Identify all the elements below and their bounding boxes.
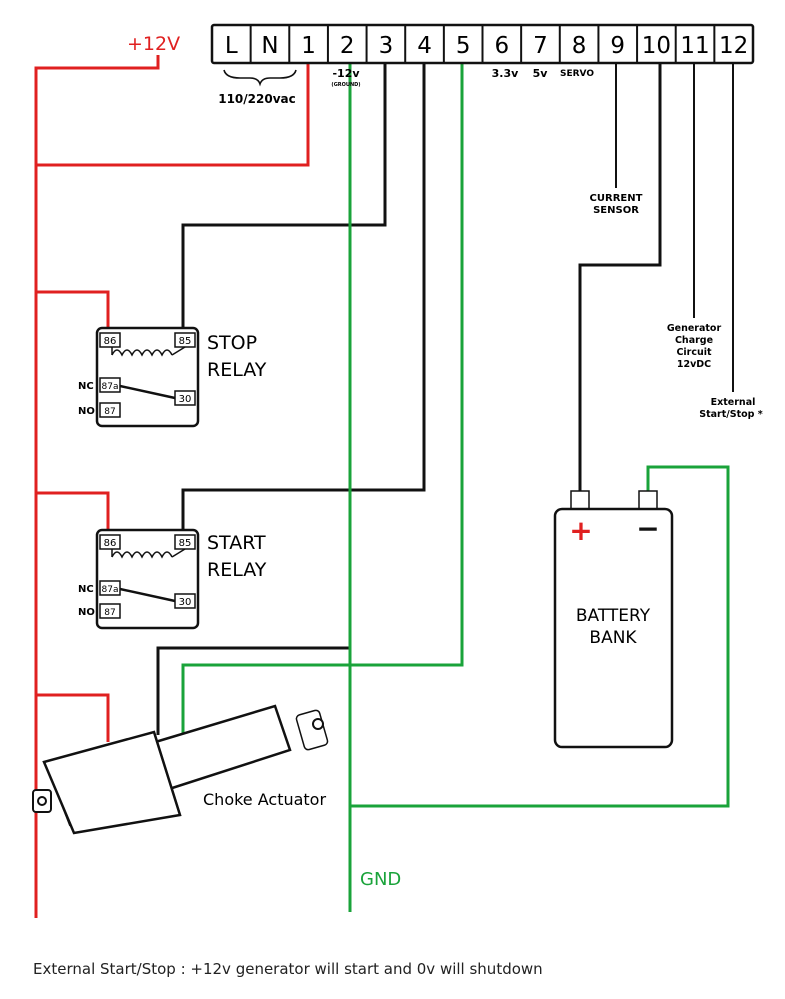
footer-note: External Start/Stop : +12v generator wil… [33, 960, 543, 978]
battery-title-2: BANK [589, 628, 637, 648]
positive-wiring [34, 55, 310, 918]
start-relay-no-label: NO [78, 607, 95, 618]
battery-minus-symbol: − [636, 512, 659, 545]
generator-label-1: Generator [667, 323, 722, 334]
ground-label: GND [360, 869, 401, 890]
stop-relay-pin-86-label: 86 [104, 336, 117, 347]
battery-body [553, 507, 674, 749]
v5-label: 5v [533, 67, 549, 80]
actuator-label: Choke Actuator [203, 790, 326, 809]
stop-relay-pin-87 [99, 402, 121, 418]
positive-supply-label: +12V [127, 33, 180, 55]
stop-relay-pin-87-label: 87 [104, 407, 115, 417]
terminal-label-n: N [261, 33, 278, 59]
generator-label-3: Circuit [676, 347, 712, 358]
start-relay-body [95, 528, 200, 630]
servo-label: SERVO [560, 69, 594, 79]
battery-negative-terminal [638, 490, 658, 510]
actuator-rod-hole [312, 718, 324, 730]
terminal-label-4: 4 [417, 33, 432, 59]
ground-small-label: (GROUND) [331, 82, 360, 88]
stop-relay-pin-85-label: 85 [179, 336, 192, 347]
start-relay-nc-label: NC [78, 584, 94, 595]
start-relay-title-1: START [207, 532, 266, 554]
stop-relay-pin-30-label: 30 [179, 394, 192, 405]
terminal-label-10: 10 [642, 33, 671, 59]
stop-relay-pin-87a [99, 377, 121, 393]
terminal-label-6: 6 [495, 33, 510, 59]
battery-positive-terminal [570, 490, 590, 510]
stop-relay-86-wire [36, 290, 110, 330]
terminal-5-wire [181, 60, 464, 735]
start-relay-pin-86-label: 86 [104, 538, 117, 549]
generator-label-2: Charge [675, 335, 713, 346]
external-label-2: Start/Stop * [699, 409, 763, 420]
terminal-label-12: 12 [719, 33, 748, 59]
choke-actuator: Choke Actuator [32, 704, 329, 835]
ac-voltage-label: 110/220vac [218, 92, 296, 106]
current-sensor-label-1: CURRENT [590, 193, 643, 204]
terminal-10-wire [578, 60, 662, 492]
neg12-label: -12v [332, 67, 360, 80]
battery-title-1: BATTERY [576, 606, 651, 626]
stop-relay-switch-icon [119, 384, 176, 400]
current-sensor-label-2: SENSOR [593, 205, 639, 216]
terminal-label-9: 9 [610, 33, 625, 59]
stop-relay-coil-icon [111, 349, 173, 357]
start-relay-pin-87a [99, 580, 121, 596]
stop-relay-pin-87a-label: 87a [102, 382, 119, 392]
terminal-label-11: 11 [680, 33, 709, 59]
terminal-3-wire [181, 60, 387, 330]
terminal-4-wire [181, 60, 426, 532]
terminal-dividers [249, 25, 716, 63]
battery-bank: + − BATTERY BANK [553, 490, 674, 749]
start-relay-coil-icon [111, 551, 173, 559]
signal-wiring [156, 60, 734, 735]
actuator-rod-end [295, 709, 329, 751]
terminal-label-2: 2 [340, 33, 355, 59]
terminal-label-8: 8 [572, 33, 587, 59]
terminal-label-7: 7 [533, 33, 548, 59]
terminal-label-l: L [225, 33, 238, 59]
stop-relay-title-1: STOP [207, 332, 257, 354]
start-relay-pin-85-label: 85 [179, 538, 192, 549]
start-relay-pin-86 [99, 534, 121, 550]
stop-relay: 86 85 87a 87 30 NC NO STOP RELAY [78, 326, 267, 428]
external-label-1: External [711, 397, 756, 408]
start-relay-pin-87-label: 87 [104, 608, 115, 618]
actuator-shaft [150, 704, 292, 792]
ac-brace-icon [223, 69, 297, 87]
stop-relay-nc-label: NC [78, 381, 94, 392]
battery-negative-wire [350, 465, 730, 808]
start-relay: 86 85 87a 87 30 NC NO START RELAY [78, 528, 267, 630]
actuator-black-wire [156, 646, 350, 735]
start-relay-title-2: RELAY [207, 559, 267, 581]
stop-relay-no-label: NO [78, 406, 95, 417]
terminal-label-3: 3 [379, 33, 394, 59]
start-relay-switch-icon [119, 587, 176, 603]
actuator-mount-hole [37, 796, 47, 806]
start-relay-pin-30-label: 30 [179, 597, 192, 608]
start-relay-pin-87 [99, 603, 121, 619]
v33-label: 3.3v [492, 67, 519, 80]
start-relay-pin-87a-label: 87a [102, 585, 119, 595]
terminal-label-5: 5 [456, 33, 471, 59]
battery-plus-symbol: + [569, 514, 592, 547]
stop-relay-pin-86 [99, 332, 121, 348]
ground-wiring [181, 60, 730, 912]
stop-relay-body [95, 326, 200, 428]
actuator-positive-wire [36, 693, 110, 742]
terminal-label-1: 1 [301, 33, 316, 59]
terminal-1-wire [36, 60, 310, 167]
start-relay-86-wire [36, 491, 110, 532]
stop-relay-title-2: RELAY [207, 359, 267, 381]
generator-label-4: 12vDC [677, 359, 711, 370]
